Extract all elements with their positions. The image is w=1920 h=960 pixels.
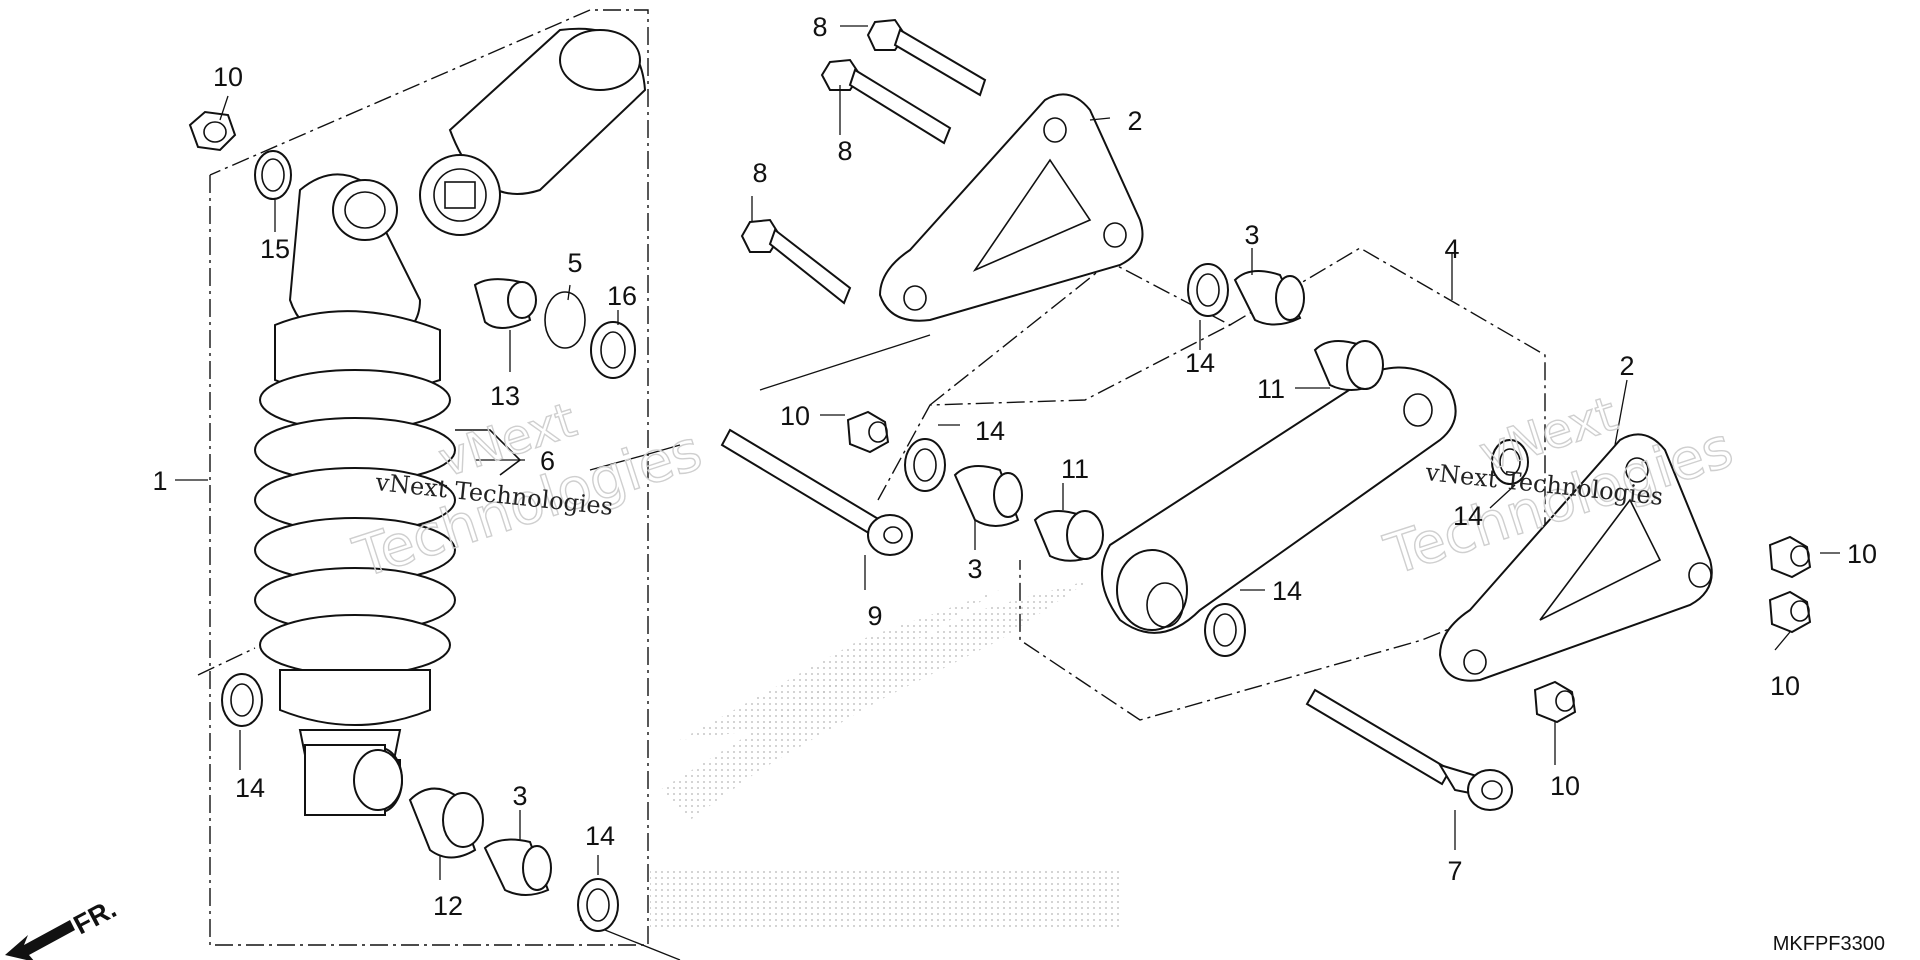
callout-10-right-upper: 10	[1847, 539, 1877, 569]
callout-3-upper: 3	[1244, 220, 1259, 250]
bracket-2-upper	[878, 93, 1144, 322]
callout-2-right: 2	[1619, 351, 1634, 381]
bushings-and-collars	[904, 263, 1529, 657]
bolt-7	[1305, 688, 1513, 811]
callout-14-right: 14	[1453, 501, 1483, 531]
callout-8-second: 8	[837, 136, 852, 166]
bolts-8	[740, 18, 987, 305]
callout-6: 6	[540, 446, 555, 476]
brand-logo-watermark	[650, 580, 1120, 930]
callout-labels: 1 2 2 3 3 3 4 5 6 7 8 8 8 9 10 10 10 10 …	[152, 12, 1877, 921]
callout-16: 16	[607, 281, 637, 311]
shock-absorber-1	[254, 27, 647, 816]
callout-15: 15	[260, 234, 290, 264]
callout-3-middle: 3	[967, 554, 982, 584]
callout-8-third: 8	[752, 158, 767, 188]
front-arrow-icon	[5, 920, 75, 960]
callout-14-middle: 14	[975, 416, 1005, 446]
callout-9: 9	[867, 601, 882, 631]
callout-14-shock: 14	[235, 773, 265, 803]
callout-10-middle: 10	[780, 401, 810, 431]
bolt-9	[720, 428, 913, 556]
callout-12: 12	[433, 891, 463, 921]
callout-10-shock: 10	[213, 62, 243, 92]
callout-8-top: 8	[812, 12, 827, 42]
callout-14-lower: 14	[585, 821, 615, 851]
bracket-2-right	[1438, 433, 1713, 682]
callout-10-right-lower: 10	[1770, 671, 1800, 701]
leader-lines	[175, 25, 1840, 880]
callout-14-upper: 14	[1185, 348, 1215, 378]
cushion-arm-4	[1101, 366, 1457, 634]
front-label: FR.	[69, 893, 121, 940]
callout-3-lower: 3	[512, 781, 527, 811]
callout-7: 7	[1447, 856, 1462, 886]
callout-10-bottom: 10	[1550, 771, 1580, 801]
callout-14-arm: 14	[1272, 576, 1302, 606]
callout-11-middle: 11	[1061, 454, 1089, 484]
callout-5: 5	[567, 248, 582, 278]
callout-13: 13	[490, 381, 520, 411]
front-direction-indicator: FR.	[5, 893, 121, 960]
drawing-code: MKFPF3300	[1773, 933, 1885, 955]
nuts-10	[846, 410, 1812, 724]
callout-2-upper: 2	[1127, 106, 1142, 136]
callout-4: 4	[1444, 234, 1459, 264]
callout-11-upper: 11	[1257, 374, 1285, 404]
callout-1: 1	[152, 466, 167, 496]
shock-small-parts	[188, 110, 636, 932]
